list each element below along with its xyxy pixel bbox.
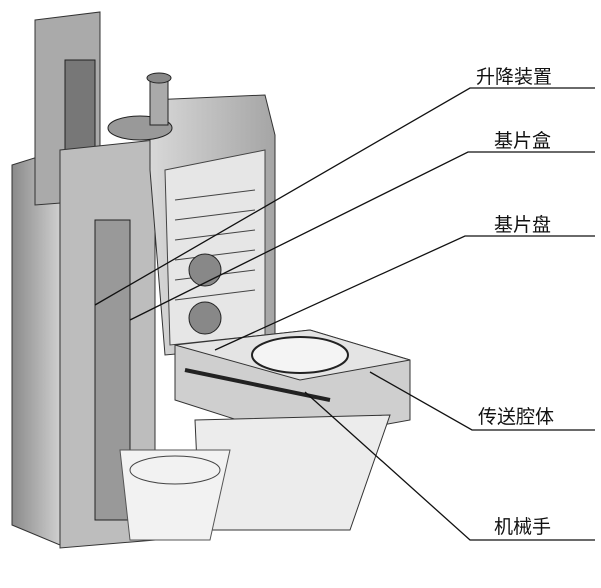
left-frame-panel [11,149,61,546]
label-transfer-chamber: 传送腔体 [478,406,555,428]
label-robot-arm: 机械手 [494,516,552,538]
lift-motor [64,59,96,161]
label-wafer-cassette: 基片盒 [494,130,552,152]
wafer-tray [251,336,349,374]
viewport [188,301,222,335]
viewport [188,253,222,287]
label-wafer-tray: 基片盘 [494,214,552,236]
robot-arm [184,368,331,402]
label-lift-device: 升降装置 [476,66,553,88]
leader-lines [94,87,595,541]
